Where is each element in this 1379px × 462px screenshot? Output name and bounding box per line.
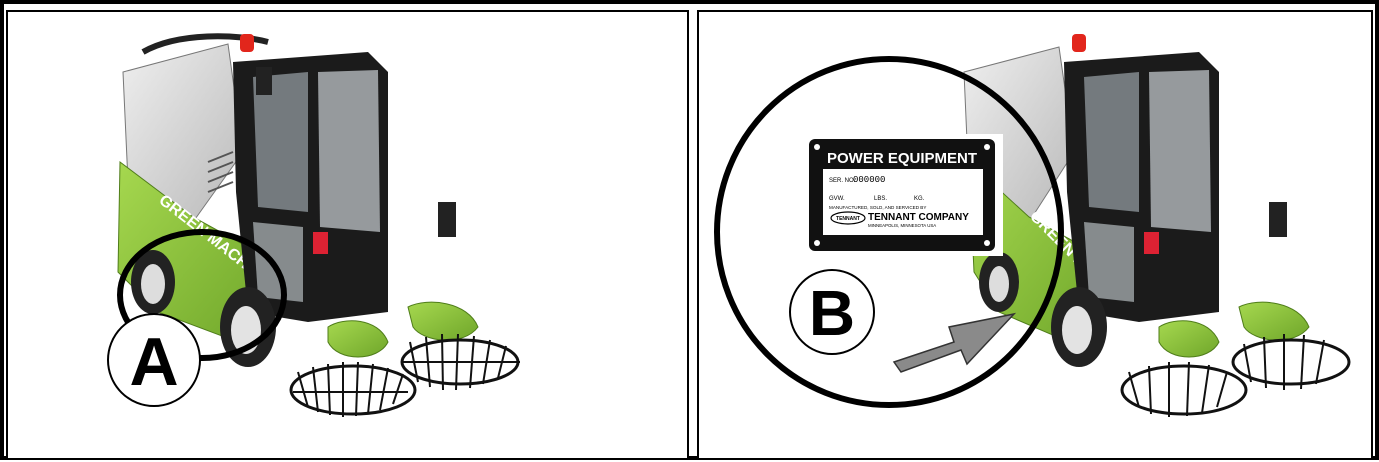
pointer-arrow [894,314,1014,372]
plate-manufactured: MANUFACTURED, SOLD, AND SERVICED BY [829,205,926,210]
plate-kg-label: KG. [914,196,925,202]
plate-lbs-label: LBS. [874,196,887,202]
plate-gvw-label: GVW. [829,196,845,202]
panel-b: GREEN MACHINES [697,10,1373,460]
panel-a: GREEN MACHINES [6,10,689,460]
svg-text:TENNANT: TENNANT [836,216,860,222]
sweeper-illustration-b: GREEN MACHINES [699,12,1375,462]
plate-city: MINNEAPOLIS, MINNESOTA USA [868,223,936,228]
sweeper-illustration-a: GREEN MACHINES [8,12,691,462]
plate-ser-value: 000000 [853,175,885,185]
plate-company: TENNANT COMPANY [868,212,969,223]
serial-plate: POWER EQUIPMENT SER. NO. 000000 GVW. LBS… [803,134,1003,256]
callout-letter-a: A [129,324,178,400]
plate-title: POWER EQUIPMENT [827,150,977,167]
callout-letter-b: B [809,277,855,349]
plate-ser-label: SER. NO. [829,178,856,184]
street-sweeper-b: GREEN MACHINES [964,34,1349,417]
